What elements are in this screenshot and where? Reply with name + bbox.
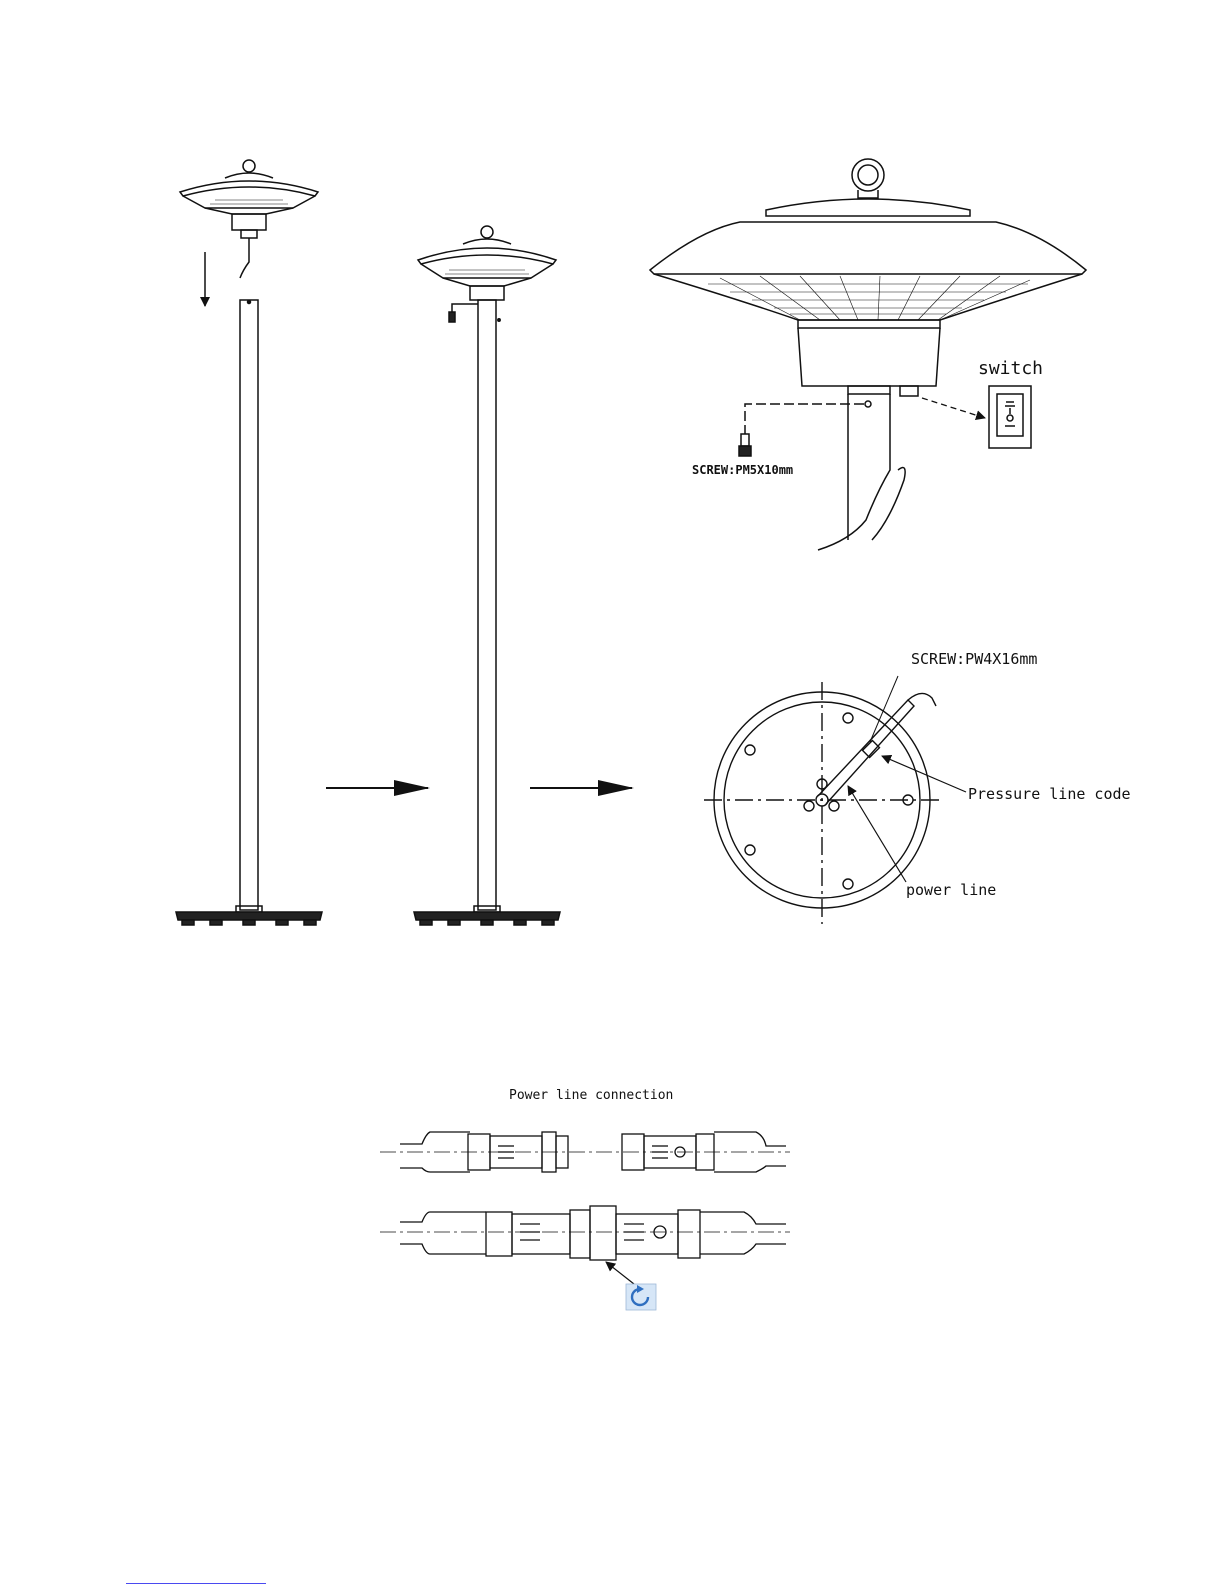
power-line-label: power line bbox=[906, 881, 996, 899]
switch-label: switch bbox=[978, 358, 1043, 379]
base-detail bbox=[704, 676, 940, 924]
rotate-arrow bbox=[606, 1262, 634, 1284]
step1-pole bbox=[176, 300, 322, 925]
screw-top-label: SCREW:PM5X10mm bbox=[692, 463, 793, 477]
screw-base-label: SCREW:PW4X16mm bbox=[911, 650, 1037, 668]
power-line-connection-title: Power line connection bbox=[509, 1088, 673, 1103]
connector-separated bbox=[380, 1132, 790, 1172]
rotate-icon bbox=[626, 1284, 656, 1310]
step1-heater-head bbox=[180, 160, 318, 278]
footer-link-underline bbox=[126, 1583, 266, 1584]
heater-detail bbox=[650, 159, 1086, 550]
connector-joined bbox=[380, 1206, 790, 1260]
switch-arrow bbox=[922, 398, 985, 418]
switch-icon bbox=[989, 386, 1031, 448]
heater-detail-grille bbox=[708, 276, 1030, 320]
pressure-line-arrow bbox=[882, 756, 966, 792]
screw-top bbox=[739, 404, 864, 456]
pressure-line-label: Pressure line code bbox=[968, 785, 1131, 803]
step2-heater bbox=[414, 226, 560, 925]
